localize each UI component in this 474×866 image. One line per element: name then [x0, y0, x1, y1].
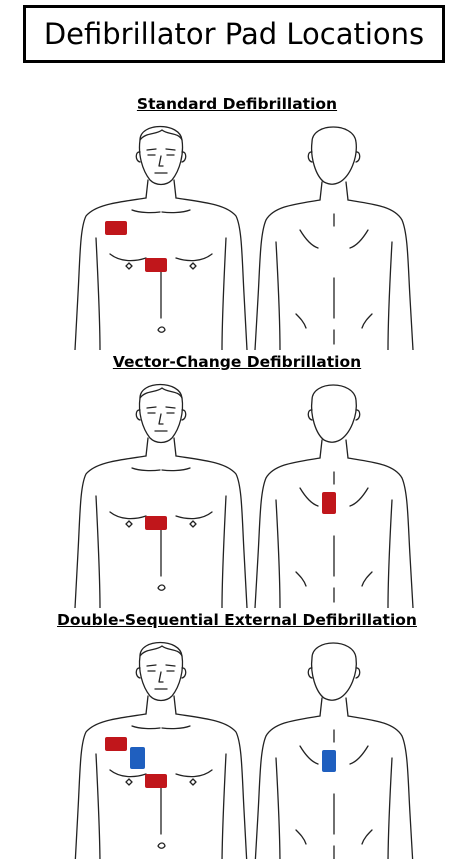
panel-standard	[0, 118, 474, 350]
section-heading-standard: Standard Defibrillation	[136, 95, 338, 113]
pad-right-upper-chest	[105, 737, 127, 751]
figure-pair-vector-change	[74, 383, 414, 608]
pad-anterior-sternal-blue	[130, 747, 145, 769]
pad-posterior-back	[322, 492, 336, 514]
pad-posterior-back-blue	[322, 750, 336, 772]
front-body-figure	[74, 383, 248, 608]
page-title: Defibrillator Pad Locations	[43, 17, 425, 51]
front-body-figure	[74, 125, 248, 350]
section-heading-vector-change: Vector-Change Defibrillation	[112, 353, 362, 371]
title-box: Defibrillator Pad Locations	[23, 5, 445, 63]
figure-pair-double-sequential	[74, 641, 414, 859]
section-heading-double-sequential: Double-Sequential External Defibrillatio…	[57, 611, 417, 629]
panel-double-sequential	[0, 634, 474, 866]
figure-pair-standard	[74, 125, 414, 350]
back-body-figure	[254, 126, 414, 350]
pad-left-lateral-chest	[145, 258, 167, 272]
panel-vector-change	[0, 376, 474, 608]
front-body-figure	[74, 641, 248, 859]
pad-left-lateral-chest	[145, 516, 167, 530]
pad-left-lateral-chest	[145, 774, 167, 788]
pad-right-upper-chest	[105, 221, 127, 235]
